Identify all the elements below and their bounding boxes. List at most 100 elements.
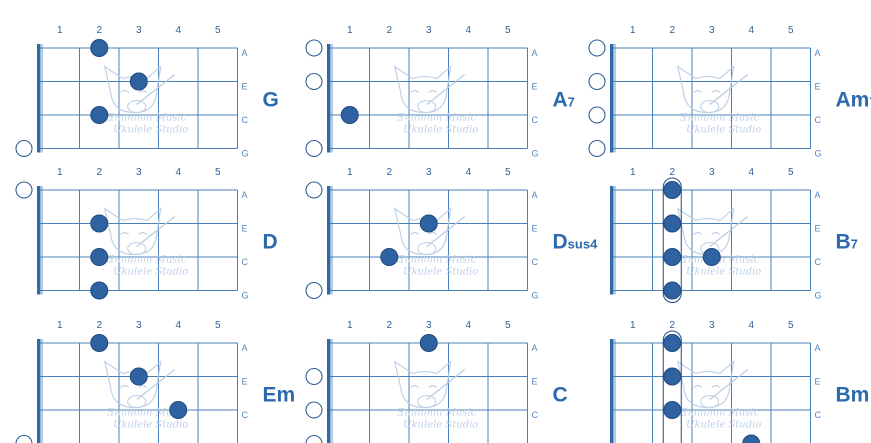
nut <box>610 339 614 443</box>
finger-dot <box>664 249 681 266</box>
open-string-circle <box>306 402 322 418</box>
string-label: G <box>242 149 249 159</box>
fret-number: 5 <box>215 167 221 178</box>
string-label: C <box>815 115 822 125</box>
finger-dot <box>703 249 720 266</box>
chord-name-root: Bm <box>836 383 870 406</box>
open-string-circle <box>16 141 32 157</box>
fret-number: 5 <box>215 320 221 331</box>
string-label: E <box>242 224 248 234</box>
fret-number: 4 <box>465 25 471 36</box>
chord-name-root: Em <box>263 383 296 406</box>
string-label: G <box>532 291 539 301</box>
watermark-line2: Ukulele Studio <box>113 267 188 278</box>
nut <box>327 186 331 295</box>
string-label: G <box>532 149 539 159</box>
fret-number: 3 <box>426 320 432 331</box>
fret-number: 5 <box>788 167 794 178</box>
string-label: G <box>815 149 822 159</box>
chord-name: C <box>553 383 568 406</box>
watermark-line2: Ukulele Studio <box>686 267 761 278</box>
finger-dot <box>664 215 681 232</box>
string-label: G <box>242 291 249 301</box>
fret-number: 4 <box>748 25 754 36</box>
fret-number: 2 <box>386 25 392 36</box>
string-label: C <box>815 410 822 420</box>
open-string-circle <box>589 74 605 90</box>
open-string-circle <box>306 369 322 385</box>
string-label: E <box>815 224 821 234</box>
nut <box>37 339 41 443</box>
watermark-line2: Ukulele Studio <box>403 420 478 431</box>
chord-name-root: Am <box>836 88 870 111</box>
finger-dot <box>170 402 187 419</box>
open-string-circle <box>306 436 322 443</box>
fret-number: 4 <box>748 320 754 331</box>
chord-diagram-bm: 12345AECGƎmmmm MusicUkulele StudioBm <box>610 320 869 443</box>
fret-number: 4 <box>175 320 181 331</box>
fret-number: 4 <box>748 167 754 178</box>
open-string-circle <box>306 283 322 299</box>
fret-number: 1 <box>630 320 636 331</box>
fret-number: 1 <box>630 25 636 36</box>
open-string-circle <box>306 74 322 90</box>
watermark-line1: Ǝmmmm Music <box>106 113 186 124</box>
fret-number: 5 <box>505 320 511 331</box>
fret-number: 4 <box>465 167 471 178</box>
fret-number: 3 <box>136 25 142 36</box>
string-label: A <box>242 343 248 353</box>
finger-dot <box>664 335 681 352</box>
nut <box>610 186 614 295</box>
fret-number: 3 <box>136 320 142 331</box>
chord-name-root: B <box>836 230 851 253</box>
fret-number: 3 <box>136 167 142 178</box>
fret-number: 1 <box>57 320 63 331</box>
open-string-circle <box>306 182 322 198</box>
fret-number: 1 <box>57 167 63 178</box>
open-string-circle <box>306 141 322 157</box>
watermark-line1: Ǝmmmm Music <box>679 408 759 419</box>
fret-number: 1 <box>347 320 353 331</box>
chord-name: A7 <box>553 88 575 111</box>
chord-name: Em <box>263 383 296 406</box>
open-string-circle <box>589 141 605 157</box>
watermark-line1: Ǝmmmm Music <box>106 255 186 266</box>
open-string-circle <box>589 40 605 56</box>
fret-number: 4 <box>465 320 471 331</box>
fret-number: 1 <box>630 167 636 178</box>
string-label: A <box>532 190 538 200</box>
chord-name-root: D <box>263 230 278 253</box>
fret-number: 3 <box>709 25 715 36</box>
string-label: E <box>242 377 248 387</box>
finger-dot <box>664 182 681 199</box>
chord-name: D <box>263 230 278 253</box>
watermark-line2: Ukulele Studio <box>686 420 761 431</box>
watermark-line2: Ukulele Studio <box>113 125 188 136</box>
chord-name-root: C <box>553 383 568 406</box>
fret-number: 5 <box>215 25 221 36</box>
nut <box>327 339 331 443</box>
finger-dot <box>91 335 108 352</box>
chord-name-suffix: 7 <box>851 236 858 251</box>
string-label: C <box>532 115 539 125</box>
string-label: A <box>532 343 538 353</box>
chord-diagram-dsus4: 12345AECGƎmmmm MusicUkulele StudioDsus4 <box>306 167 598 301</box>
fret-number: 4 <box>175 25 181 36</box>
finger-dot <box>420 335 437 352</box>
finger-dot <box>91 282 108 299</box>
fret-number: 2 <box>96 25 102 36</box>
string-label: G <box>815 291 822 301</box>
finger-dot <box>420 215 437 232</box>
string-label: C <box>532 257 539 267</box>
string-label: A <box>532 48 538 58</box>
open-string-circle <box>306 40 322 56</box>
chord-name: Am7 <box>836 88 871 111</box>
